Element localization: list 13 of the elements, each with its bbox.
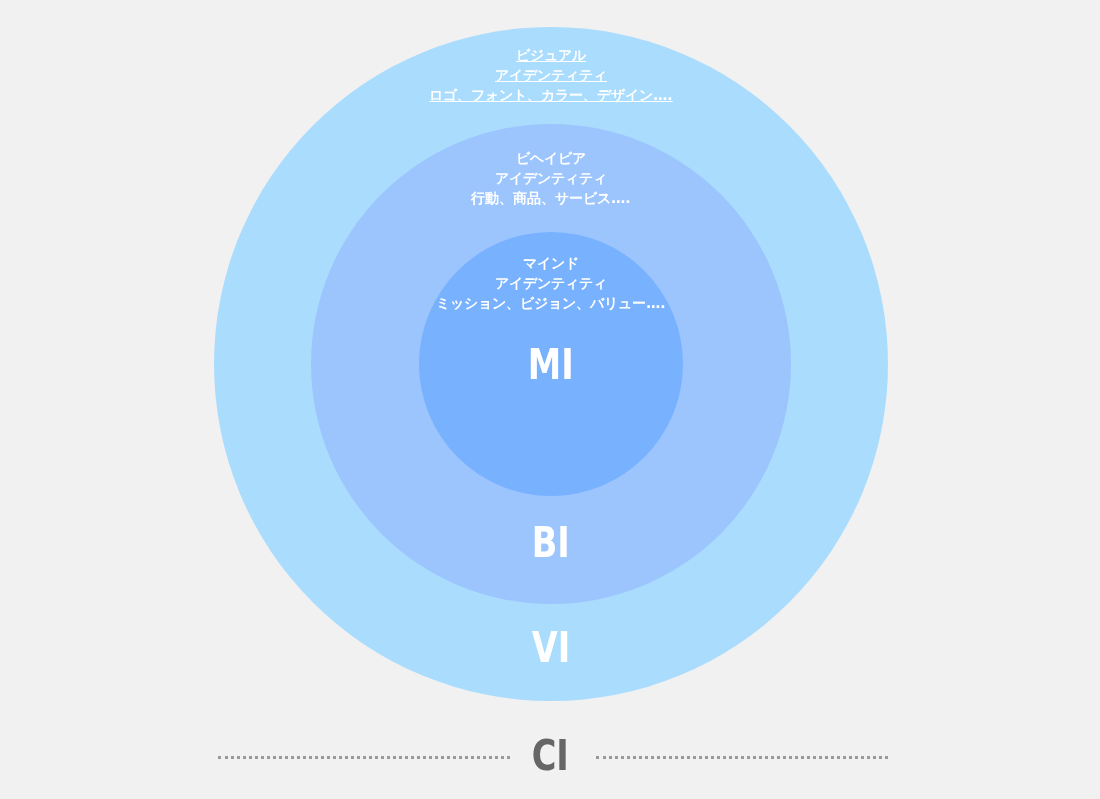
circle-label: VI (531, 625, 571, 671)
circle-heading: アイデンティティ (495, 169, 607, 188)
circle-description: ミッション、ビジョン、バリュー…. (436, 294, 666, 313)
circle-heading: ビヘイビア (516, 149, 586, 168)
circle-label: MI (528, 342, 574, 388)
circle-heading: マインド (523, 254, 579, 273)
circle-heading: アイデンティティ (495, 274, 607, 293)
circle-label: BI (531, 520, 571, 566)
circle-description: ロゴ、フォント、カラー、デザイン…. (429, 86, 673, 105)
caption-label: CI (530, 733, 570, 779)
circle-heading: ビジュアル (516, 46, 586, 65)
circle-description: 行動、商品、サービス…. (471, 189, 631, 208)
circle-heading: アイデンティティ (495, 66, 607, 85)
